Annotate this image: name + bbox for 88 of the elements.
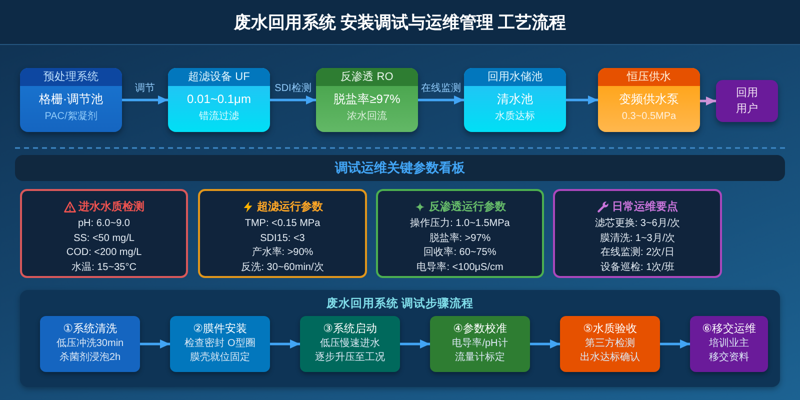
step-detail: 第三方检测 [585,337,635,351]
steps-panel [20,290,780,387]
stage-value: 清水池 [497,91,533,108]
step-title: ⑥移交运维 [702,322,756,337]
parameter-line: 回收率: 60~75% [424,246,496,260]
process-box [168,68,270,132]
card-title: 超滤运行参数 [257,200,323,215]
stage-value: 格栅·调节池 [39,91,103,108]
parameter-line: 滤芯更换: 3~6月/次 [594,217,680,231]
stage-note: 水质达标 [495,110,535,124]
parameter-line: 产水率: >90% [252,246,314,260]
parameter-card [376,189,544,278]
edge-label: 在线监测 [421,83,461,95]
stage-value: 变频供水泵 [619,91,679,108]
parameter-line: 在线监测: 2次/日 [600,246,674,260]
step-detail: 膜壳就位固定 [190,351,250,365]
stage-value: 0.01~0.1μm [187,91,251,108]
stage-note: PAC/絮凝剂 [44,110,98,124]
end-label: 回用用户 [736,86,758,117]
stage-note: 0.3~0.5MPa [622,110,676,124]
process-box [464,68,566,132]
step-box [40,316,140,372]
parameter-line: COD: <200 mg/L [66,246,142,260]
arrow [566,96,598,104]
parameter-line: TMP: <0.15 MPa [244,217,320,231]
process-box [20,68,122,132]
section-header-bar [15,155,785,181]
process-box [598,68,700,132]
step-title: ①系统清洗 [63,322,117,337]
step-detail: 低压冲洗30min [56,337,124,351]
end-box [716,80,778,122]
arrow [140,340,170,348]
stage-note: 错流过滤 [199,110,239,124]
step-box [430,316,530,372]
card-title: 日常运维要点 [612,200,678,215]
step-detail: 低压慢速进水 [320,337,380,351]
step-box [170,316,270,372]
step-title: ③系统启动 [323,322,377,337]
parameter-card [553,189,722,278]
step-title: ②膜件安装 [193,322,247,337]
panel-title: 废水回用系统 调试步骤流程 [326,297,474,312]
step-detail: 逐步升压至工况 [315,351,385,365]
parameter-line: 反洗: 30~60min/次 [241,260,324,274]
section-title: 调试运维关键参数看板 [335,159,465,177]
parameter-card [198,189,367,278]
step-box [560,316,660,372]
step-detail: 杀菌剂浸泡2h [59,351,121,365]
parameter-line: pH: 6.0~9.0 [78,217,130,231]
card-title: 反渗透运行参数 [429,200,506,215]
edge-label: SDI检测 [274,83,312,95]
step-detail: 移交资料 [709,351,749,365]
parameter-line: 脱盐率: >97% [429,232,491,246]
step-box [690,316,768,372]
process-box [316,68,418,132]
stage-header: 超滤设备 UF [168,68,270,86]
parameter-line: 操作压力: 1.0~1.5MPa [410,217,510,231]
stage-header: 反渗透 RO [316,68,418,86]
arrow [530,340,560,348]
edge-label: 调节 [135,83,155,95]
parameter-line: 膜清洗: 1~3月/次 [600,232,676,246]
parameter-line: 水温: 15~35°C [72,260,136,274]
page-title: 废水回用系统 安装调试与运维管理 工艺流程 [234,12,566,34]
arrow [270,96,316,104]
step-detail: 电导率/pH计 [452,337,508,351]
stage-value: 脱盐率≥97% [334,91,400,108]
stage-note: 浓水回流 [347,110,387,124]
stage-header: 回用水储池 [464,68,566,86]
arrow [660,340,690,348]
stage-header: 预处理系统 [20,68,122,86]
step-title: ④参数校准 [453,322,507,337]
arrow [700,96,716,106]
arrow [418,96,464,104]
arrow [270,340,300,348]
step-title: ⑤水质验收 [583,322,637,337]
parameter-line: 电导率: <100μS/cm [416,260,504,274]
parameter-line: SDI15: <3 [260,232,305,246]
step-detail: 检查密封 O型圈 [184,337,256,351]
parameter-line: SS: <50 mg/L [74,232,134,246]
step-detail: 出水达标确认 [580,351,640,365]
parameter-line: 设备巡检: 1次/班 [600,260,674,274]
step-detail: 流量计标定 [455,351,505,365]
card-title: 进水水质检测 [78,200,144,215]
parameter-card [20,189,188,278]
arrow [400,340,430,348]
step-box [300,316,400,372]
stage-header: 恒压供水 [598,68,700,86]
step-detail: 培训业主 [709,337,749,351]
arrow [122,96,168,104]
